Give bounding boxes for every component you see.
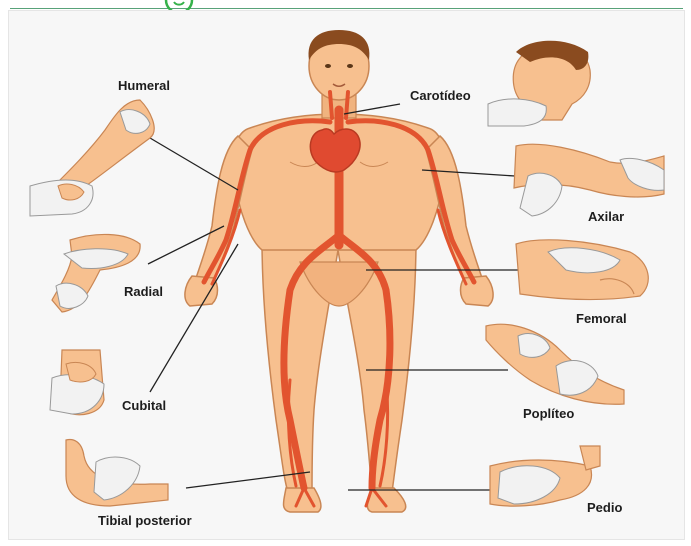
vignette-tibial-posterior [66,440,168,506]
label-pedio: Pedio [587,500,622,515]
label-cubital: Cubital [122,398,166,413]
vignette-radial [52,234,140,312]
vignette-carotideo [488,41,590,126]
label-axilar: Axilar [588,209,624,224]
vignette-axilar [514,144,664,216]
vignette-humeral [30,100,154,216]
label-tibial-posterior: Tibial posterior [98,513,192,528]
label-femoral: Femoral [576,311,627,326]
vignette-popliteo [486,324,624,404]
label-humeral: Humeral [118,78,170,93]
label-radial: Radial [124,284,163,299]
label-popliteo: Poplíteo [523,406,574,421]
vignette-pedio [490,446,600,506]
vignette-femoral [516,240,648,300]
label-carotideo: Carotídeo [410,88,471,103]
vignette-cubital [50,350,104,415]
